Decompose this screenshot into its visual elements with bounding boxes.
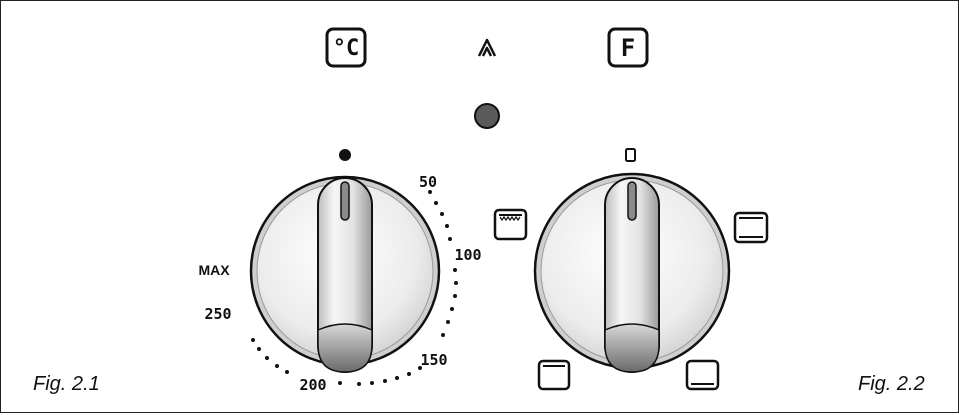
scale-label-200: 200	[299, 376, 326, 394]
thermostat-top-marker	[339, 149, 351, 161]
bottom-heat-icon	[685, 359, 720, 391]
thermostat-knob[interactable]	[249, 175, 441, 373]
scale-label-50: 50	[419, 173, 437, 191]
fahrenheit-label: F	[621, 34, 635, 62]
function-knob[interactable]	[533, 172, 731, 373]
off-position-marker	[625, 148, 636, 162]
figure-caption-right: Fig. 2.2	[858, 373, 925, 395]
celsius-indicator-icon: °C	[325, 27, 367, 68]
scale-label-250: 250	[204, 305, 231, 323]
indicator-lamp	[474, 103, 500, 129]
thermostat-scale-dots	[251, 190, 458, 386]
celsius-label: °C	[333, 36, 360, 61]
figure-caption-left: Fig. 2.1	[33, 373, 100, 395]
scale-label-100: 100	[454, 246, 481, 264]
top-heat-icon	[537, 359, 571, 391]
fahrenheit-indicator-icon: F	[607, 27, 649, 68]
top-bottom-heat-icon	[733, 211, 769, 244]
max-label: MAX	[198, 262, 230, 278]
top-heat-grill-icon	[493, 208, 528, 241]
scale-label-150: 150	[420, 351, 447, 369]
chevron-up-icon	[477, 38, 497, 57]
